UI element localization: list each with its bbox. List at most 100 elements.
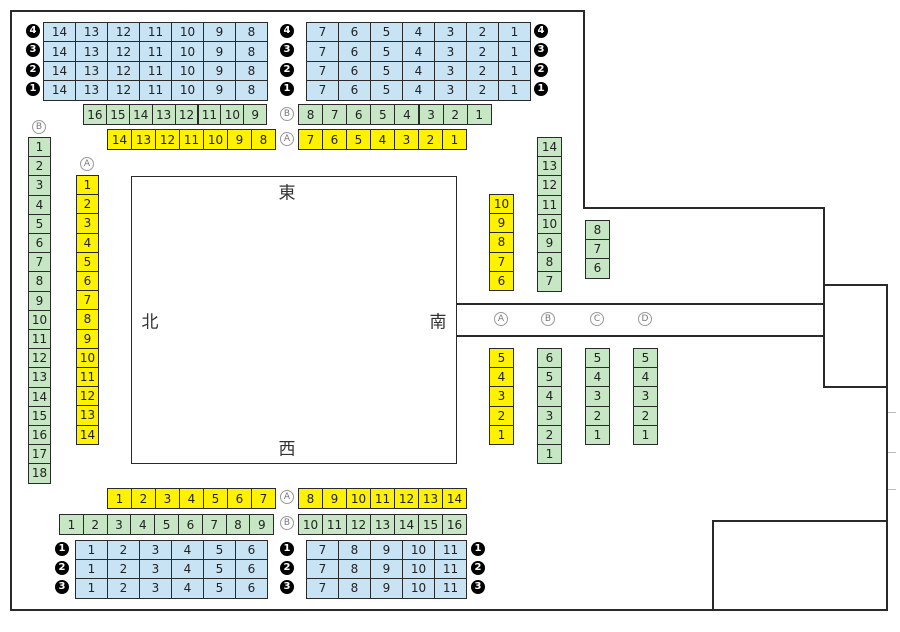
seat[interactable]: 6 [338, 80, 371, 101]
seat[interactable]: 7 [585, 239, 610, 260]
seat[interactable]: 12 [28, 348, 51, 369]
seat[interactable]: 13 [75, 60, 108, 82]
seat[interactable]: 5 [203, 488, 228, 509]
seat[interactable]: 9 [243, 104, 268, 125]
seat[interactable]: 3 [394, 129, 419, 150]
seat[interactable]: 4 [537, 386, 562, 407]
seat[interactable]: 2 [82, 514, 108, 535]
seat[interactable]: 11 [139, 41, 172, 62]
seat[interactable]: 2 [107, 559, 140, 580]
seat[interactable]: 4 [130, 514, 156, 535]
seat[interactable]: 16 [83, 104, 107, 125]
seat[interactable]: 5 [203, 540, 236, 561]
seat[interactable]: 8 [28, 271, 51, 292]
seat[interactable]: 7 [201, 514, 227, 535]
seat[interactable]: 12 [107, 80, 140, 101]
seat[interactable]: 8 [76, 309, 99, 330]
seat[interactable]: 15 [105, 104, 130, 125]
seat[interactable]: 2 [28, 156, 51, 177]
seat[interactable]: 9 [203, 80, 236, 101]
seat[interactable]: 6 [178, 514, 203, 535]
seat[interactable]: 10 [203, 129, 228, 150]
seat[interactable]: 11 [76, 367, 99, 388]
seat[interactable]: 12 [537, 175, 562, 196]
seat[interactable]: 13 [75, 41, 108, 62]
seat[interactable]: 10 [402, 559, 435, 580]
seat[interactable]: 7 [306, 540, 339, 561]
seat[interactable]: 2 [466, 80, 499, 101]
seat[interactable]: 6 [346, 104, 372, 125]
seat[interactable]: 6 [235, 559, 268, 580]
seat[interactable]: 2 [489, 405, 514, 426]
seat[interactable]: 12 [76, 386, 99, 407]
seat[interactable]: 12 [107, 41, 140, 62]
seat[interactable]: 8 [585, 220, 610, 241]
seat[interactable]: 5 [154, 514, 179, 535]
seat[interactable]: 11 [322, 514, 347, 535]
seat[interactable]: 11 [434, 540, 467, 561]
seat[interactable]: 17 [28, 444, 51, 465]
seat[interactable]: 2 [107, 540, 140, 561]
seat[interactable]: 14 [43, 80, 76, 101]
seat[interactable]: 9 [537, 233, 562, 254]
seat[interactable]: 4 [28, 194, 51, 215]
seat[interactable]: 13 [151, 104, 176, 125]
seat[interactable]: 5 [537, 367, 562, 388]
seat[interactable]: 14 [537, 137, 562, 158]
seat[interactable]: 8 [235, 80, 268, 101]
seat[interactable]: 14 [442, 488, 467, 509]
seat[interactable]: 5 [633, 348, 658, 369]
seat[interactable]: 6 [537, 348, 562, 369]
seat[interactable]: 2 [466, 41, 499, 62]
seat[interactable]: 3 [489, 386, 514, 407]
seat[interactable]: 9 [370, 559, 403, 580]
seat[interactable]: 2 [131, 488, 156, 509]
seat[interactable]: 8 [537, 252, 562, 273]
seat[interactable]: 10 [346, 488, 371, 509]
seat[interactable]: 12 [155, 129, 180, 150]
seat[interactable]: 7 [306, 80, 339, 101]
seat[interactable]: 4 [402, 41, 435, 62]
seat[interactable]: 9 [249, 514, 275, 535]
seat[interactable]: 4 [585, 367, 610, 388]
seat[interactable]: 1 [28, 137, 51, 158]
seat[interactable]: 1 [489, 424, 514, 445]
seat[interactable]: 11 [434, 559, 467, 580]
seat[interactable]: 12 [107, 60, 140, 82]
seat[interactable]: 5 [203, 578, 236, 599]
seat[interactable]: 5 [370, 41, 403, 62]
seat[interactable]: 11 [139, 80, 172, 101]
seat[interactable]: 10 [28, 309, 51, 330]
seat[interactable]: 4 [370, 129, 395, 150]
seat[interactable]: 9 [203, 22, 236, 43]
seat[interactable]: 3 [434, 80, 467, 101]
seat[interactable]: 2 [537, 424, 562, 445]
seat[interactable]: 7 [322, 104, 348, 125]
seat[interactable]: 11 [537, 194, 562, 215]
seat[interactable]: 9 [370, 578, 403, 599]
seat[interactable]: 5 [370, 22, 403, 43]
seat[interactable]: 7 [251, 488, 276, 509]
seat[interactable]: 12 [394, 488, 419, 509]
seat[interactable]: 4 [171, 540, 204, 561]
seat[interactable]: 1 [498, 80, 531, 101]
seat[interactable]: 3 [537, 405, 562, 426]
seat[interactable]: 10 [489, 194, 514, 215]
seat[interactable]: 6 [489, 270, 514, 291]
seat[interactable]: 1 [537, 444, 562, 465]
seat[interactable]: 1 [107, 488, 132, 509]
seat[interactable]: 7 [306, 578, 339, 599]
seat[interactable]: 11 [139, 22, 172, 43]
seat[interactable]: 1 [466, 104, 492, 125]
seat[interactable]: 8 [235, 41, 268, 62]
seat[interactable]: 5 [489, 348, 514, 369]
seat[interactable]: 1 [75, 540, 108, 561]
seat[interactable]: 6 [338, 41, 371, 62]
seat[interactable]: 9 [203, 41, 236, 62]
seat[interactable]: 3 [139, 559, 172, 580]
seat[interactable]: 5 [585, 348, 610, 369]
seat[interactable]: 2 [585, 405, 610, 426]
seat[interactable]: 15 [418, 514, 443, 535]
seat[interactable]: 1 [498, 22, 531, 43]
seat[interactable]: 14 [43, 41, 76, 62]
